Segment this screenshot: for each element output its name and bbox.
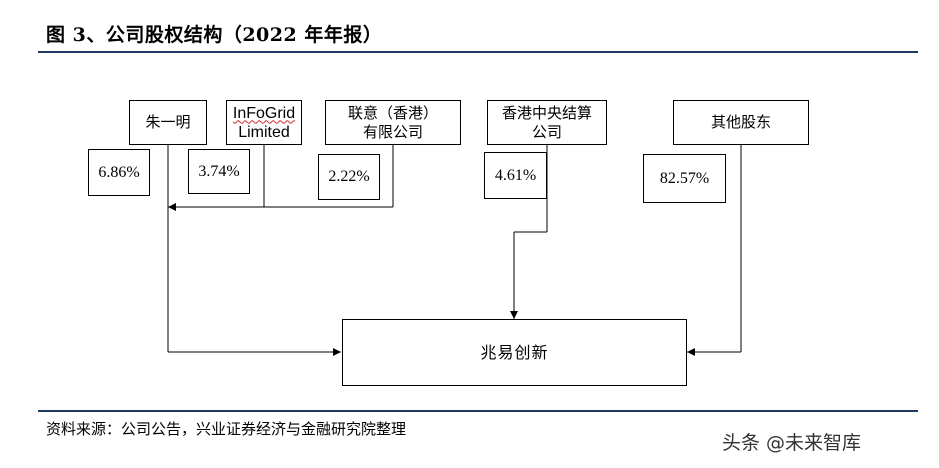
shareholder-name-line-1: 联意（香港） xyxy=(347,103,438,122)
shareholder-name: 朱一明 xyxy=(145,113,191,131)
share-percent-zhu-yiming: 6.86% xyxy=(88,149,150,196)
shareholder-name-line-1: InFoGrid xyxy=(232,104,296,122)
source-rule xyxy=(38,410,918,412)
shareholder-box-infogrid: InFoGrid Limited xyxy=(226,100,302,145)
shareholder-box-lianyi: 联意（香港） 有限公司 xyxy=(325,100,461,145)
source-note: 资料来源：公司公告，兴业证券经济与金融研究院整理 xyxy=(46,420,407,438)
shareholder-name: 其他股东 xyxy=(710,113,771,131)
watermark: 头条 @未来智库 xyxy=(722,432,862,454)
figure-title: 图 3、公司股权结构（2022 年年报） xyxy=(46,24,383,46)
share-percent-infogrid: 3.74% xyxy=(188,149,250,194)
title-rule xyxy=(38,51,918,53)
share-percent-hkscc: 4.61% xyxy=(484,152,547,199)
share-percent-lianyi: 2.22% xyxy=(318,154,380,200)
shareholder-name-line-2: 有限公司 xyxy=(362,122,423,141)
shareholder-name-line-2: Limited xyxy=(238,123,290,141)
share-percent-others: 82.57% xyxy=(643,154,726,203)
shareholder-name-line-1: 香港中央结算 xyxy=(501,103,592,122)
company-box: 兆易创新 xyxy=(342,319,687,386)
shareholder-box-zhu-yiming: 朱一明 xyxy=(129,100,207,145)
shareholder-name-line-2: 公司 xyxy=(531,122,562,141)
shareholder-box-hkscc: 香港中央结算 公司 xyxy=(487,100,607,145)
shareholder-box-others: 其他股东 xyxy=(673,100,809,145)
